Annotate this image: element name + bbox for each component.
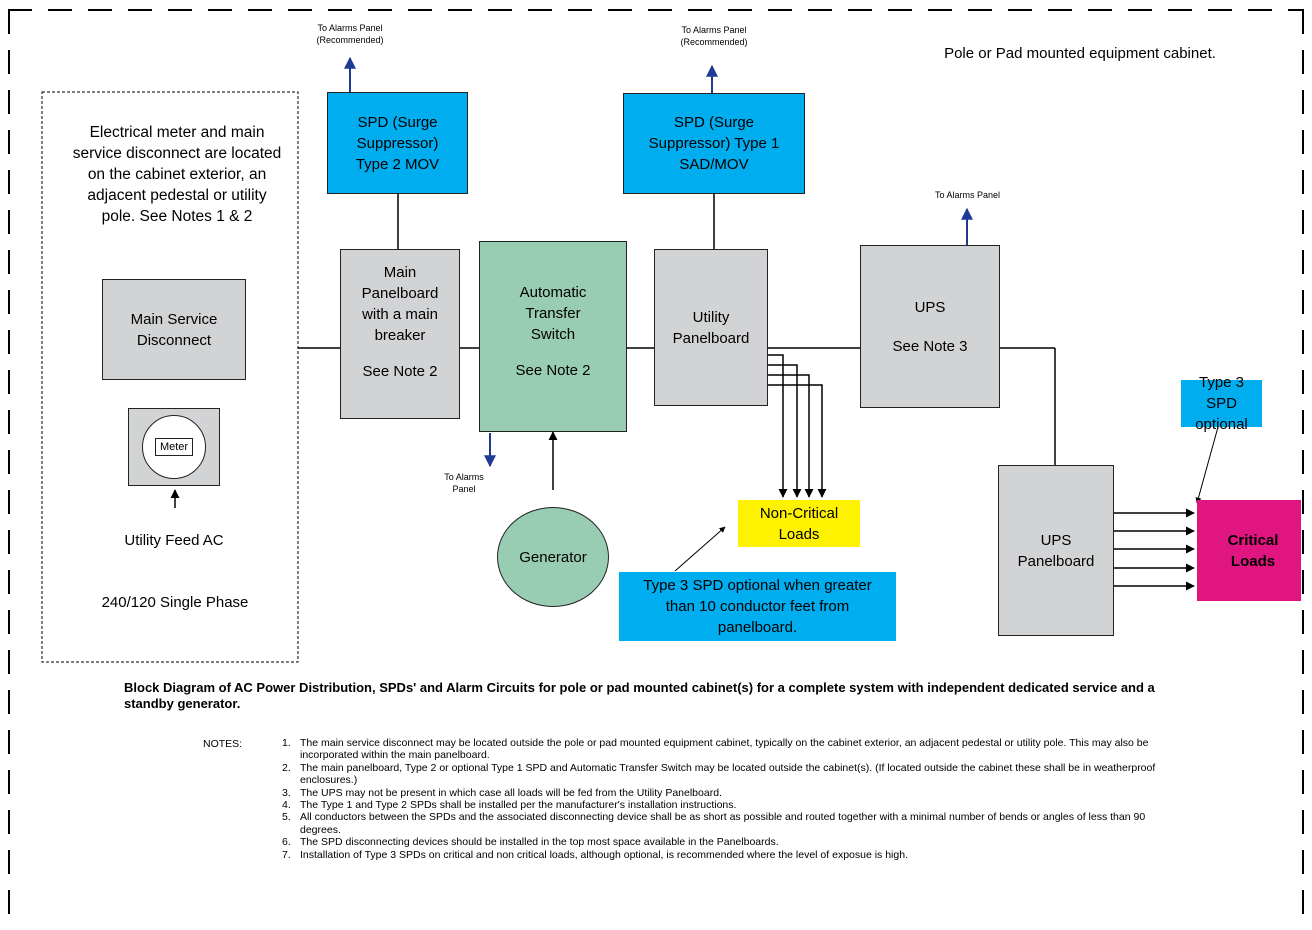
exterior-boundary	[41, 91, 299, 663]
non-critical-feeders	[768, 354, 827, 498]
phase-label: 240/120 Single Phase	[101, 594, 249, 611]
note-item: 3.The UPS may not be present in which ca…	[282, 786, 722, 799]
note-text: The main panelboard, Type 2 or optional …	[300, 761, 1156, 787]
critical-feeders	[1114, 508, 1195, 591]
alarm-label-ats: To Alarms Panel	[444, 472, 484, 494]
callout-pointers	[674, 426, 1219, 572]
meter-enclosure[interactable]: Meter	[128, 408, 220, 486]
spd-type1-box[interactable]: SPD (Surge Suppressor) Type 1 SAD/MOV	[623, 93, 805, 194]
spd-type2-box[interactable]: SPD (Surge Suppressor) Type 2 MOV	[327, 92, 468, 194]
note-item: 2.The main panelboard, Type 2 or optiona…	[282, 762, 1162, 787]
alarm-label-spd2: To Alarms Panel (Recommended)	[316, 23, 384, 45]
note-text: All conductors between the SPDs and the …	[300, 811, 1146, 836]
main-panelboard-label: Main Panelboard with a main breaker	[361, 264, 439, 344]
utility-panelboard[interactable]: Utility Panelboard	[654, 249, 768, 406]
note-item: 6.The SPD disconnecting devices should b…	[282, 836, 779, 849]
generator-label: Generator	[519, 548, 587, 566]
note-item: 1.The main service disconnect may be loc…	[282, 737, 1162, 762]
cabinet-border	[8, 9, 1304, 930]
alarm-label-ups: To Alarms Panel	[934, 190, 1001, 200]
power-lines	[170, 194, 1056, 508]
alarm-label-spd1: To Alarms Panel (Recommended)	[680, 25, 748, 47]
critical-loads[interactable]: Critical Loads	[1197, 500, 1301, 601]
note-text: The main service disconnect may be locat…	[300, 737, 1149, 762]
generator[interactable]: Generator	[497, 507, 609, 607]
note-text: Installation of Type 3 SPDs on critical …	[300, 848, 908, 861]
meter-label: Meter	[154, 438, 194, 456]
main-panelboard-note: See Note 2	[362, 363, 438, 380]
note-item: 4.The Type 1 and Type 2 SPDs shall be in…	[282, 799, 737, 812]
non-critical-loads[interactable]: Non-Critical Loads	[738, 500, 860, 547]
type3-spd-optional: Type 3 SPD optional	[1181, 374, 1262, 433]
alarm-arrows	[344, 56, 973, 468]
ups-note: See Note 3	[892, 337, 968, 355]
ats-label: Automatic Transfer Switch	[519, 284, 587, 343]
exterior-description: Electrical meter and main service discon…	[72, 124, 282, 225]
utility-panelboard-label: Utility Panelboard	[672, 308, 750, 347]
meter-dial: Meter	[142, 415, 206, 479]
note-text: The UPS may not be present in which case…	[300, 786, 722, 799]
note-item: 7.Installation of Type 3 SPDs on critica…	[282, 848, 908, 861]
note-item: 5.All conductors between the SPDs and th…	[282, 811, 1162, 836]
diagram-caption: Block Diagram of AC Power Distribution, …	[124, 680, 1155, 711]
notes-label: NOTES:	[203, 738, 243, 750]
cabinet-label: Pole or Pad mounted equipment cabinet.	[944, 45, 1216, 62]
type3-spd-note: Type 3 SPD optional when greater than 10…	[619, 572, 896, 641]
ups-panelboard[interactable]: UPS Panelboard	[998, 465, 1114, 636]
utility-feed-label: Utility Feed AC	[124, 532, 224, 549]
ats-note: See Note 2	[515, 362, 591, 379]
ups-box[interactable]: UPS See Note 3	[860, 245, 1000, 408]
notes-list: 1.The main service disconnect may be loc…	[282, 737, 1162, 861]
main-panelboard[interactable]: Main Panelboard with a main breaker See …	[340, 249, 460, 419]
main-service-disconnect[interactable]: Main Service Disconnect	[102, 279, 246, 380]
ups-label: UPS	[914, 298, 946, 316]
ups-panelboard-label: UPS Panelboard	[1017, 531, 1095, 570]
automatic-transfer-switch[interactable]: Automatic Transfer Switch See Note 2	[479, 241, 627, 432]
note-text: The Type 1 and Type 2 SPDs shall be inst…	[300, 799, 737, 812]
note-text: The SPD disconnecting devices should be …	[300, 836, 779, 849]
